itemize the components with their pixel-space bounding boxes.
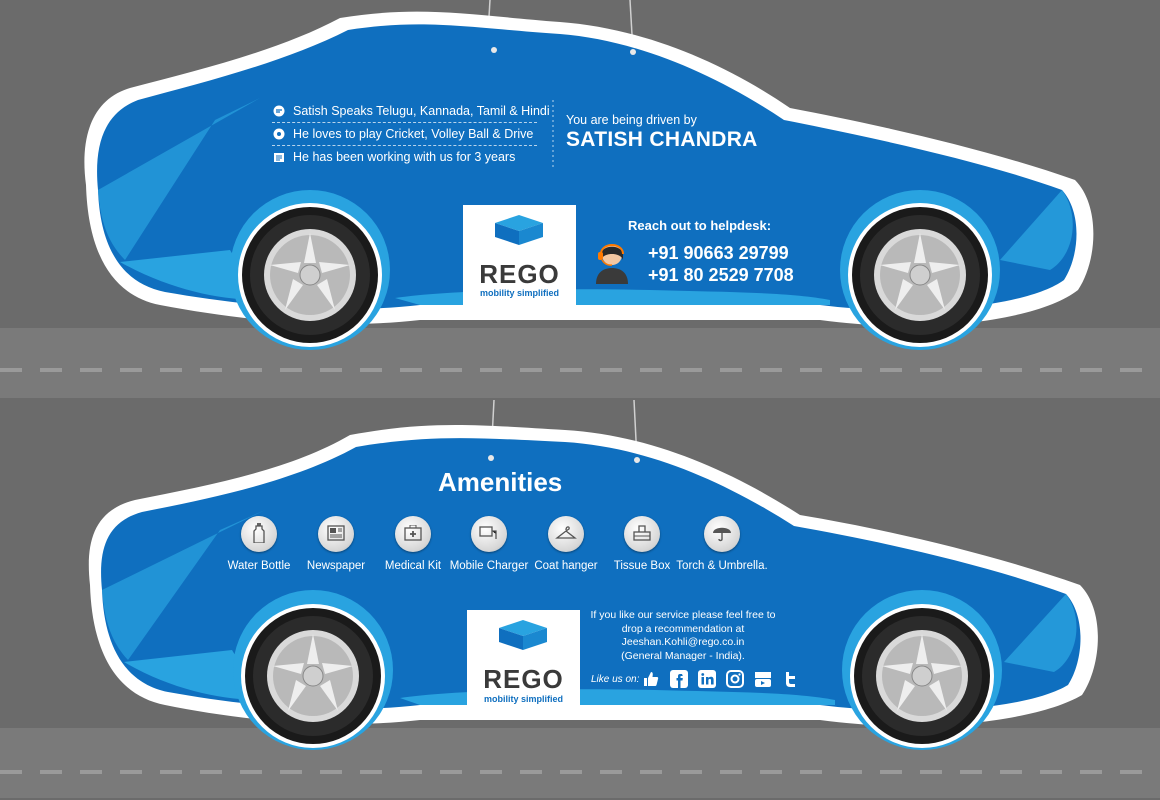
road-dashes-bottom bbox=[0, 770, 1160, 774]
phone-2[interactable]: +91 80 2529 7708 bbox=[648, 265, 794, 285]
newspaper-icon bbox=[327, 524, 345, 544]
rego-logo: REGO mobility simplified bbox=[463, 205, 576, 306]
rego-logo: REGO mobility simplified bbox=[467, 610, 580, 712]
logo-tagline: mobility simplified bbox=[483, 694, 563, 704]
logo-brand: REGO bbox=[483, 664, 564, 694]
facebook-icon[interactable] bbox=[670, 670, 689, 688]
amenity-torch-umbrella: Torch & Umbrella. bbox=[676, 516, 768, 572]
amenity-medical-kit: Medical Kit bbox=[373, 516, 453, 572]
umbrella-icon bbox=[712, 524, 732, 545]
fact-item: Satish Speaks Telugu, Kannada, Tamil & H… bbox=[272, 100, 550, 122]
amenity-mobile-charger: Mobile Charger bbox=[449, 516, 529, 572]
linkedin-icon[interactable] bbox=[698, 670, 717, 688]
mobile-charger-icon bbox=[479, 525, 499, 544]
road-top bbox=[0, 328, 1160, 398]
speech-icon bbox=[272, 105, 285, 118]
youtube-icon[interactable] bbox=[754, 670, 772, 688]
driver-name: SATISH CHANDRA bbox=[566, 128, 758, 151]
front-wheel bbox=[242, 207, 378, 343]
logo-mark-icon bbox=[499, 620, 547, 650]
road-bottom bbox=[0, 728, 1160, 798]
divider bbox=[272, 145, 537, 146]
support-agent-icon bbox=[596, 244, 628, 284]
road-dashes-top bbox=[0, 368, 1160, 372]
medical-kit-icon bbox=[404, 524, 422, 544]
instagram-icon[interactable] bbox=[726, 670, 745, 688]
ball-icon bbox=[272, 128, 285, 141]
twitter-icon[interactable] bbox=[782, 670, 800, 688]
logo-mark-icon bbox=[495, 215, 543, 245]
amenity-newspaper: Newspaper bbox=[296, 516, 376, 572]
water-bottle-icon bbox=[252, 522, 266, 546]
like-us-label: Like us on: bbox=[591, 673, 640, 685]
front-wheel bbox=[245, 608, 381, 744]
driven-by-label: You are being driven by bbox=[566, 113, 697, 127]
helpdesk-label: Reach out to helpdesk: bbox=[628, 218, 772, 233]
logo-brand: REGO bbox=[479, 259, 560, 289]
phone-1[interactable]: +91 90663 29799 bbox=[648, 243, 789, 263]
driver-facts-list: Satish Speaks Telugu, Kannada, Tamil & H… bbox=[272, 100, 550, 168]
social-row: Like us on: bbox=[591, 670, 810, 688]
rear-wheel bbox=[852, 207, 988, 343]
fact-item: He loves to play Cricket, Volley Ball & … bbox=[272, 123, 550, 145]
divider bbox=[272, 122, 537, 123]
tissue-box-icon bbox=[633, 524, 651, 544]
rear-wheel bbox=[854, 608, 990, 744]
car-card-bottom: Amenities Water Bottle Newspaper Medical… bbox=[0, 400, 1160, 800]
coat-hanger-icon bbox=[555, 525, 577, 544]
car-card-top: Satish Speaks Telugu, Kannada, Tamil & H… bbox=[84, 0, 1094, 350]
logo-tagline: mobility simplified bbox=[479, 288, 559, 298]
amenity-water-bottle: Water Bottle bbox=[219, 516, 299, 572]
fact-item: He has been working with us for 3 years bbox=[272, 146, 550, 168]
amenity-tissue-box: Tissue Box bbox=[602, 516, 682, 572]
amenities-title: Amenities bbox=[438, 467, 563, 497]
thumbs-up-icon[interactable] bbox=[642, 670, 660, 688]
amenity-coat-hanger: Coat hanger bbox=[526, 516, 606, 572]
recommendation-text: If you like our service please feel free… bbox=[588, 609, 778, 663]
calendar-icon bbox=[272, 151, 285, 164]
contact-email[interactable]: Jeeshan.Kohli@rego.co.in bbox=[621, 636, 745, 648]
